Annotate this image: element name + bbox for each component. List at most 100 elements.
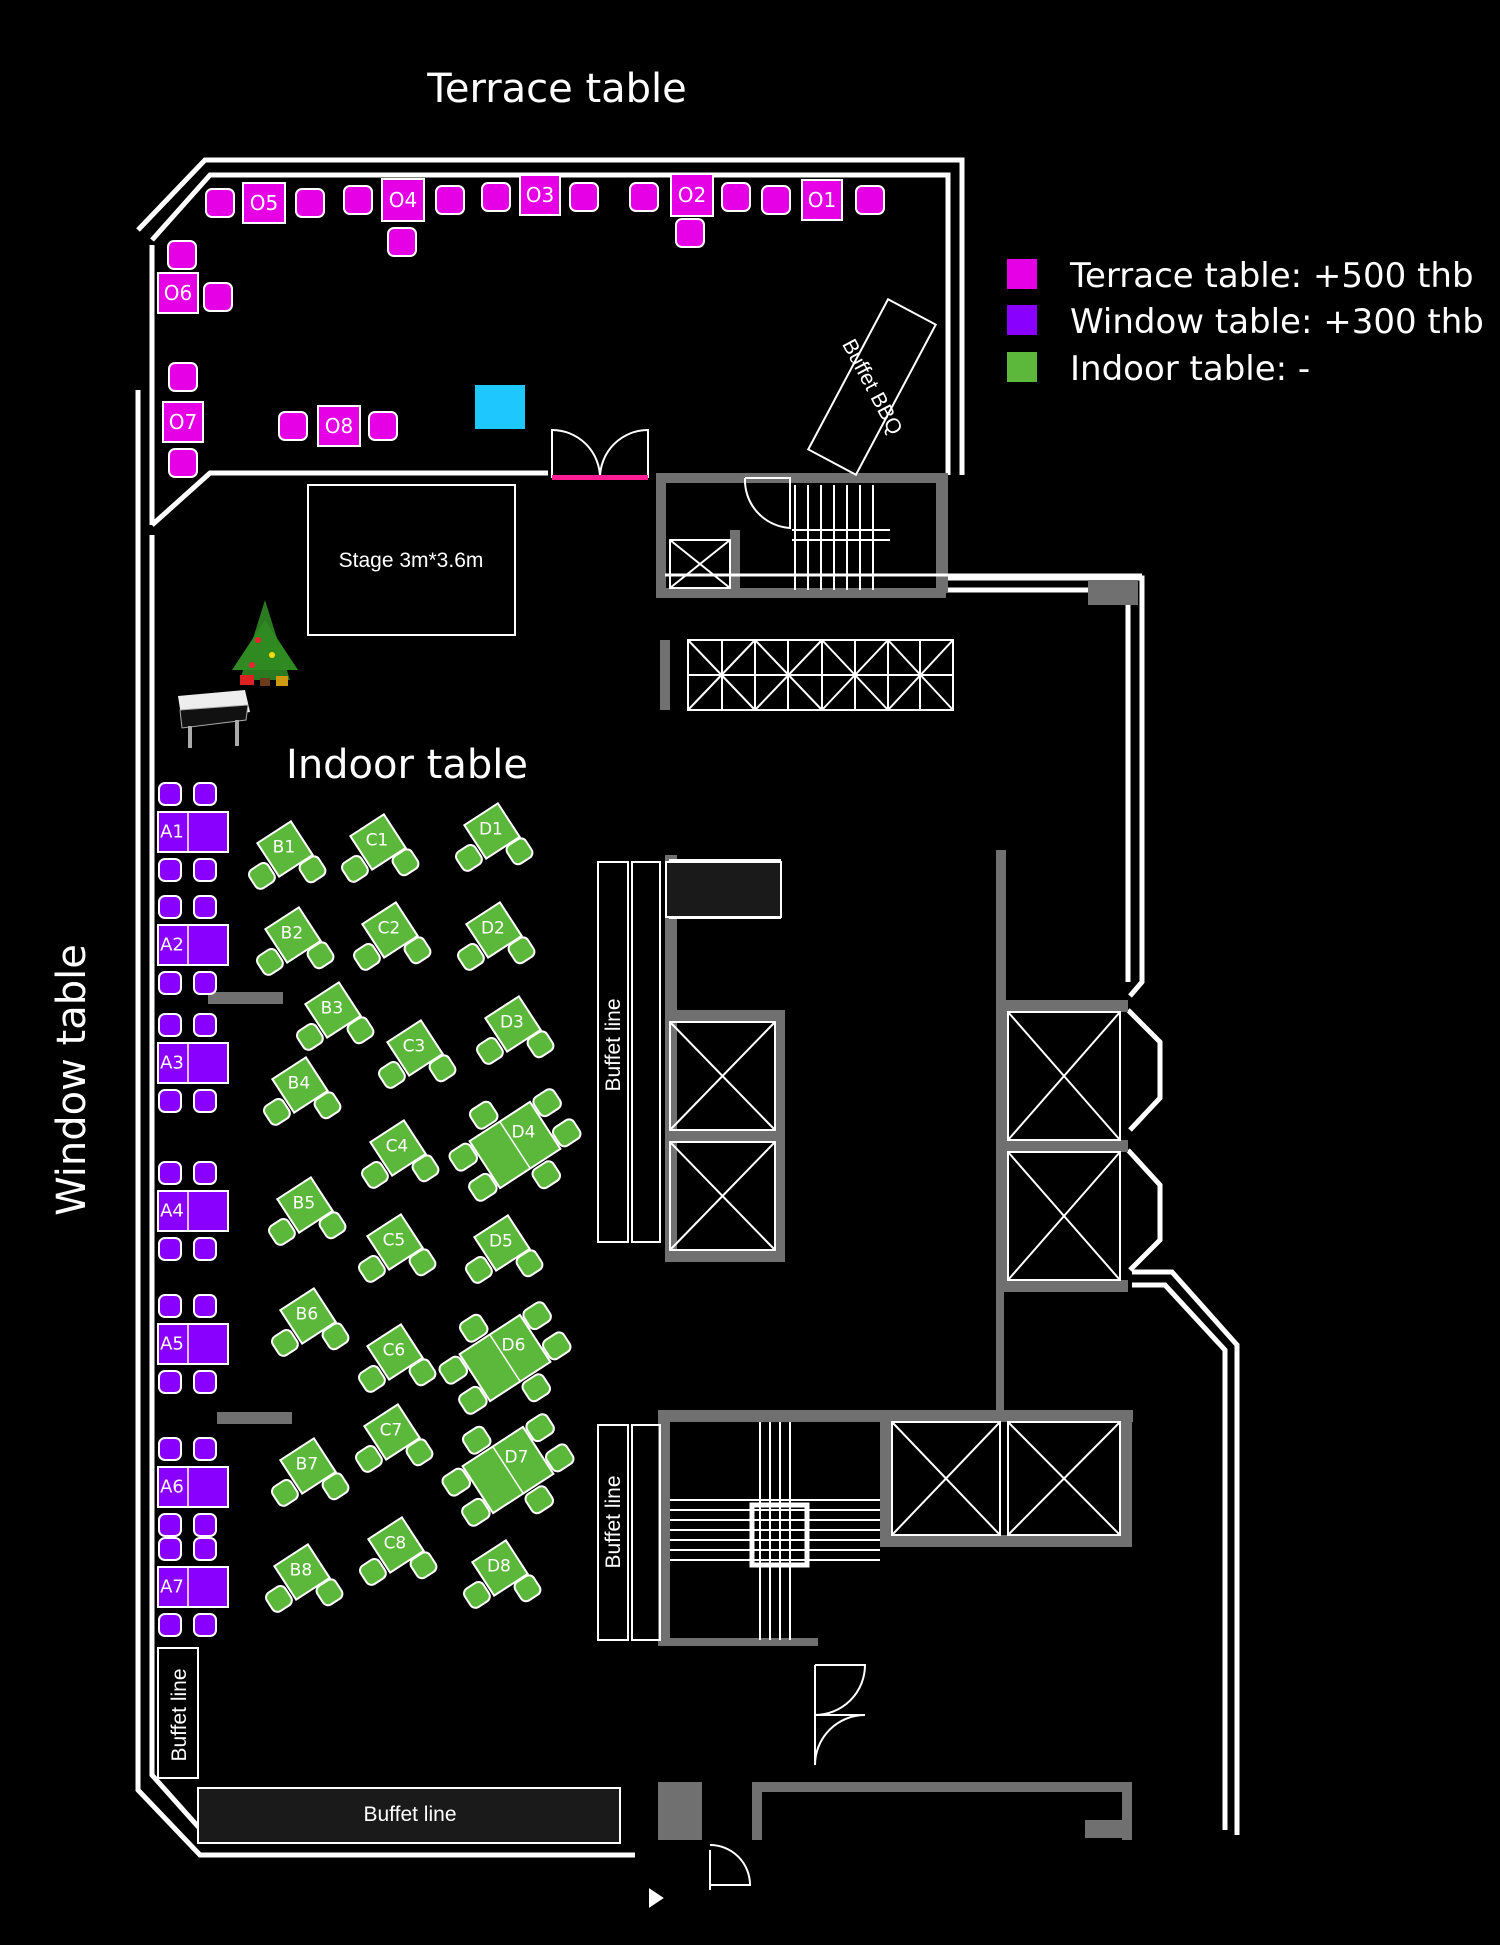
table-label: O8 xyxy=(325,414,353,438)
south-core-divider xyxy=(880,1410,892,1545)
window-table-a3[interactable]: A3 xyxy=(157,1013,229,1113)
indoor-table-d4[interactable]: D4 xyxy=(434,1067,596,1223)
table-label: O1 xyxy=(808,188,836,212)
south-double-door xyxy=(814,1664,867,1766)
buffet-line-south-label: Buffet line xyxy=(363,1803,456,1826)
legend-terrace: Terrace table: +500 thb xyxy=(1069,256,1474,296)
buffet-bbq-label: Buffet BBQ xyxy=(837,335,906,438)
doors xyxy=(551,428,867,1908)
lift-car-3 xyxy=(1007,1011,1121,1141)
indoor-table-c6[interactable]: C6 xyxy=(346,1322,437,1413)
lift-top xyxy=(996,1000,1128,1012)
buffet-line-lower-label: Buffet line xyxy=(602,1475,625,1568)
terrace-table-o3[interactable]: O3 xyxy=(481,174,599,216)
table-label: A4 xyxy=(160,1201,184,1222)
fixtures xyxy=(157,297,938,1844)
table-label: D7 xyxy=(505,1447,529,1467)
table-label: C7 xyxy=(380,1420,403,1440)
indoor-table-b6[interactable]: B6 xyxy=(259,1286,350,1377)
indoor-table-b8[interactable]: B8 xyxy=(253,1542,344,1633)
main-north-wall xyxy=(150,470,548,527)
indoor-table-d7[interactable]: D7 xyxy=(427,1392,589,1548)
legend-swatch-indoor xyxy=(1007,352,1037,382)
window-table-a2[interactable]: A2 xyxy=(157,895,229,995)
core-mid-wall-2 xyxy=(665,1130,785,1142)
terrace-table-o1[interactable]: O1 xyxy=(761,179,885,221)
table-label: A1 xyxy=(160,822,184,843)
indoor-table-c5[interactable]: C5 xyxy=(346,1212,437,1303)
indoor-table-c2[interactable]: C2 xyxy=(341,900,432,991)
table-label: D4 xyxy=(512,1122,536,1142)
indoor-table-c1[interactable]: C1 xyxy=(329,812,420,903)
indoor-table-c4[interactable]: C4 xyxy=(349,1118,440,1209)
indoor-table-b7[interactable]: B7 xyxy=(259,1436,350,1527)
window-table-a1[interactable]: A1 xyxy=(157,782,229,882)
partition-1 xyxy=(208,992,283,1004)
indoor-table-c8[interactable]: C8 xyxy=(347,1515,438,1606)
indoor-table-d2[interactable]: D2 xyxy=(445,900,536,991)
south-core-floor xyxy=(880,1535,1132,1547)
window-table-a4[interactable]: A4 xyxy=(157,1161,229,1261)
indoor-table-b3[interactable]: B3 xyxy=(284,980,375,1071)
terrace-table-o4[interactable]: O4 xyxy=(343,178,465,257)
legend-indoor: Indoor table: - xyxy=(1070,349,1310,389)
table-label: O2 xyxy=(678,183,706,207)
indoor-table-c3[interactable]: C3 xyxy=(366,1018,457,1109)
indoor-section-title: Indoor table xyxy=(286,742,528,788)
table-label: C3 xyxy=(403,1036,426,1056)
christmas-tree-icon xyxy=(232,600,298,686)
column-east xyxy=(1088,580,1138,605)
lift-car-1 xyxy=(669,1021,776,1131)
table-label: D8 xyxy=(487,1556,511,1576)
table-label: A5 xyxy=(160,1334,184,1355)
south-column xyxy=(658,1782,702,1840)
indoor-table-b5[interactable]: B5 xyxy=(256,1175,347,1266)
terrace-inner-wall xyxy=(150,172,951,475)
indoor-table-b2[interactable]: B2 xyxy=(244,905,335,996)
stair-lift-box xyxy=(669,539,731,589)
indoor-table-d1[interactable]: D1 xyxy=(443,801,534,892)
indoor-table-d3[interactable]: D3 xyxy=(464,994,555,1085)
window-table-a7[interactable]: A7 xyxy=(157,1537,229,1637)
window-table-a6[interactable]: A6 xyxy=(157,1437,229,1537)
terrace-table-o6[interactable]: O6 xyxy=(157,240,233,314)
lift-shaft-upper xyxy=(996,850,1006,1000)
legend-window: Window table: +300 thb xyxy=(1070,302,1484,342)
terrace-table-o2[interactable]: O2 xyxy=(629,173,751,248)
terrace-outline xyxy=(548,473,640,880)
indoor-table-b4[interactable]: B4 xyxy=(251,1055,342,1146)
buffet-line-south xyxy=(197,1787,621,1844)
south-core-right xyxy=(1120,1410,1132,1545)
buffet-bbq xyxy=(806,297,938,477)
terrace-double-door xyxy=(551,428,649,479)
table-label: B1 xyxy=(273,837,295,857)
table-label: B5 xyxy=(293,1193,315,1213)
core-bottom-wall xyxy=(665,1250,785,1262)
indoor-table-d5[interactable]: D5 xyxy=(453,1213,544,1304)
indoor-table-b1[interactable]: B1 xyxy=(236,819,327,910)
escalator-grid xyxy=(687,639,954,711)
terrace-table-o8[interactable]: O8 xyxy=(278,405,398,447)
stair-wall-left xyxy=(656,473,666,593)
stair-divider xyxy=(730,530,740,590)
terrace-table-o7[interactable]: O7 xyxy=(162,362,204,478)
indoor-table-d8[interactable]: D8 xyxy=(451,1538,542,1629)
table-label: O3 xyxy=(526,183,554,207)
east-wall-lower xyxy=(1132,1269,1240,1835)
table-label: O5 xyxy=(250,191,278,215)
table-label: B7 xyxy=(296,1454,318,1474)
buffet-line-lower-2 xyxy=(631,1424,661,1641)
window-table-a5[interactable]: A5 xyxy=(157,1294,229,1394)
buffet-line-lower xyxy=(597,1424,629,1641)
indoor-table-d6[interactable]: D6 xyxy=(424,1280,586,1436)
south-core-top xyxy=(658,1410,1133,1422)
terrace-table-o5[interactable]: O5 xyxy=(205,182,325,224)
core-mid-wall xyxy=(665,1010,785,1022)
west-inner-wall-lower xyxy=(149,535,620,1843)
table-label: B3 xyxy=(321,998,343,1018)
indoor-table-c7[interactable]: C7 xyxy=(343,1402,434,1493)
table-label: D6 xyxy=(502,1335,526,1355)
stair-treads xyxy=(792,485,890,590)
lift-shaft-lower xyxy=(996,1290,1004,1410)
table-label: A7 xyxy=(160,1577,184,1598)
